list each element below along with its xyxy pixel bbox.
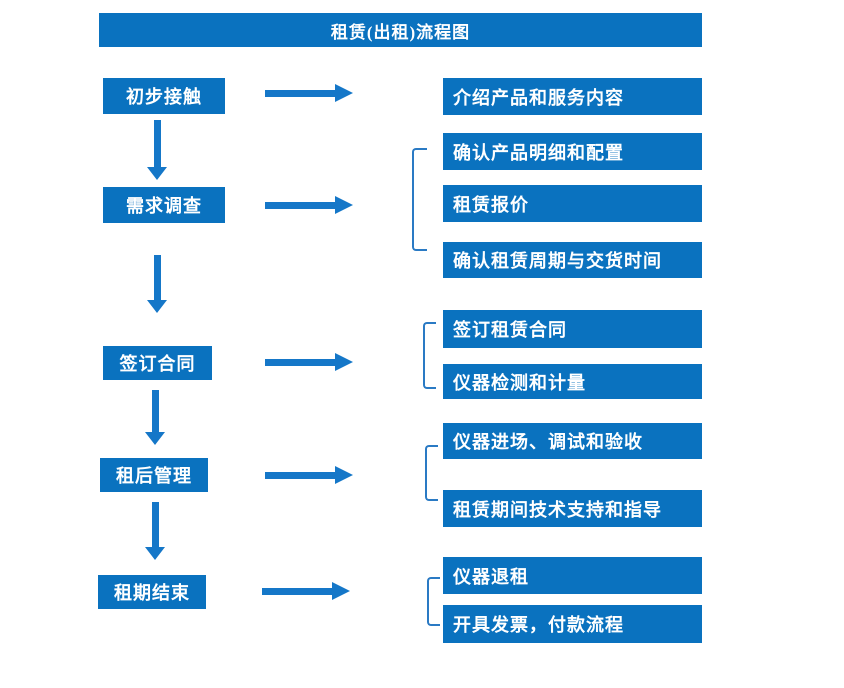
arrow-shaft (265, 89, 335, 97)
arrow-head (335, 84, 353, 102)
flowchart-title: 租赁(出租)流程图 (330, 22, 471, 42)
arrow-head (332, 582, 350, 600)
step-box-post-rental-management: 租后管理 (100, 458, 208, 492)
bracket-group-3 (423, 322, 436, 389)
arrow-shaft (265, 471, 335, 479)
arrow-head (335, 353, 353, 371)
detail-box-sign-rental-contract: 签订租赁合同 (443, 310, 702, 348)
step-box-sign-contract: 签订合同 (103, 346, 212, 380)
arrow-right-1 (265, 84, 353, 102)
arrow-shaft (151, 502, 159, 547)
arrow-head (147, 167, 167, 180)
detail-box-instrument-inspection-metering: 仪器检测和计量 (443, 364, 702, 399)
detail-box-instrument-return: 仪器退租 (443, 557, 702, 594)
arrow-head (335, 196, 353, 214)
detail-box-confirm-rental-period-delivery: 确认租赁周期与交货时间 (443, 242, 702, 278)
arrow-right-4 (265, 466, 353, 484)
step-box-demand-survey: 需求调查 (103, 187, 225, 223)
arrow-down-1 (147, 120, 167, 180)
step-box-rental-end: 租期结束 (98, 575, 206, 609)
arrow-right-2 (265, 196, 353, 214)
arrow-right-3 (265, 353, 353, 371)
detail-box-invoice-payment-process: 开具发票，付款流程 (443, 605, 702, 643)
detail-box-instrument-entry-debug-acceptance: 仪器进场、调试和验收 (443, 423, 702, 459)
arrow-shaft (153, 120, 161, 167)
bracket-group-4 (425, 445, 438, 501)
arrow-down-2 (147, 255, 167, 313)
arrow-down-4 (145, 502, 165, 560)
detail-box-rental-period-tech-support: 租赁期间技术支持和指导 (443, 490, 702, 527)
arrow-shaft (153, 255, 161, 300)
arrow-down-3 (145, 390, 165, 445)
arrow-head (145, 432, 165, 445)
detail-box-introduce-products-services: 介绍产品和服务内容 (443, 78, 702, 115)
arrow-right-5 (262, 582, 350, 600)
arrow-shaft (262, 587, 332, 595)
detail-box-confirm-product-details: 确认产品明细和配置 (443, 133, 702, 170)
step-box-initial-contact: 初步接触 (103, 78, 225, 114)
detail-box-rental-quotation: 租赁报价 (443, 185, 702, 222)
flowchart-title-bar: 租赁(出租)流程图 (99, 13, 702, 47)
arrow-shaft (151, 390, 159, 432)
arrow-head (335, 466, 353, 484)
bracket-group-5 (427, 577, 440, 626)
bracket-group-2 (412, 148, 427, 251)
arrow-head (145, 547, 165, 560)
arrow-shaft (265, 358, 335, 366)
arrow-shaft (265, 201, 335, 209)
arrow-head (147, 300, 167, 313)
